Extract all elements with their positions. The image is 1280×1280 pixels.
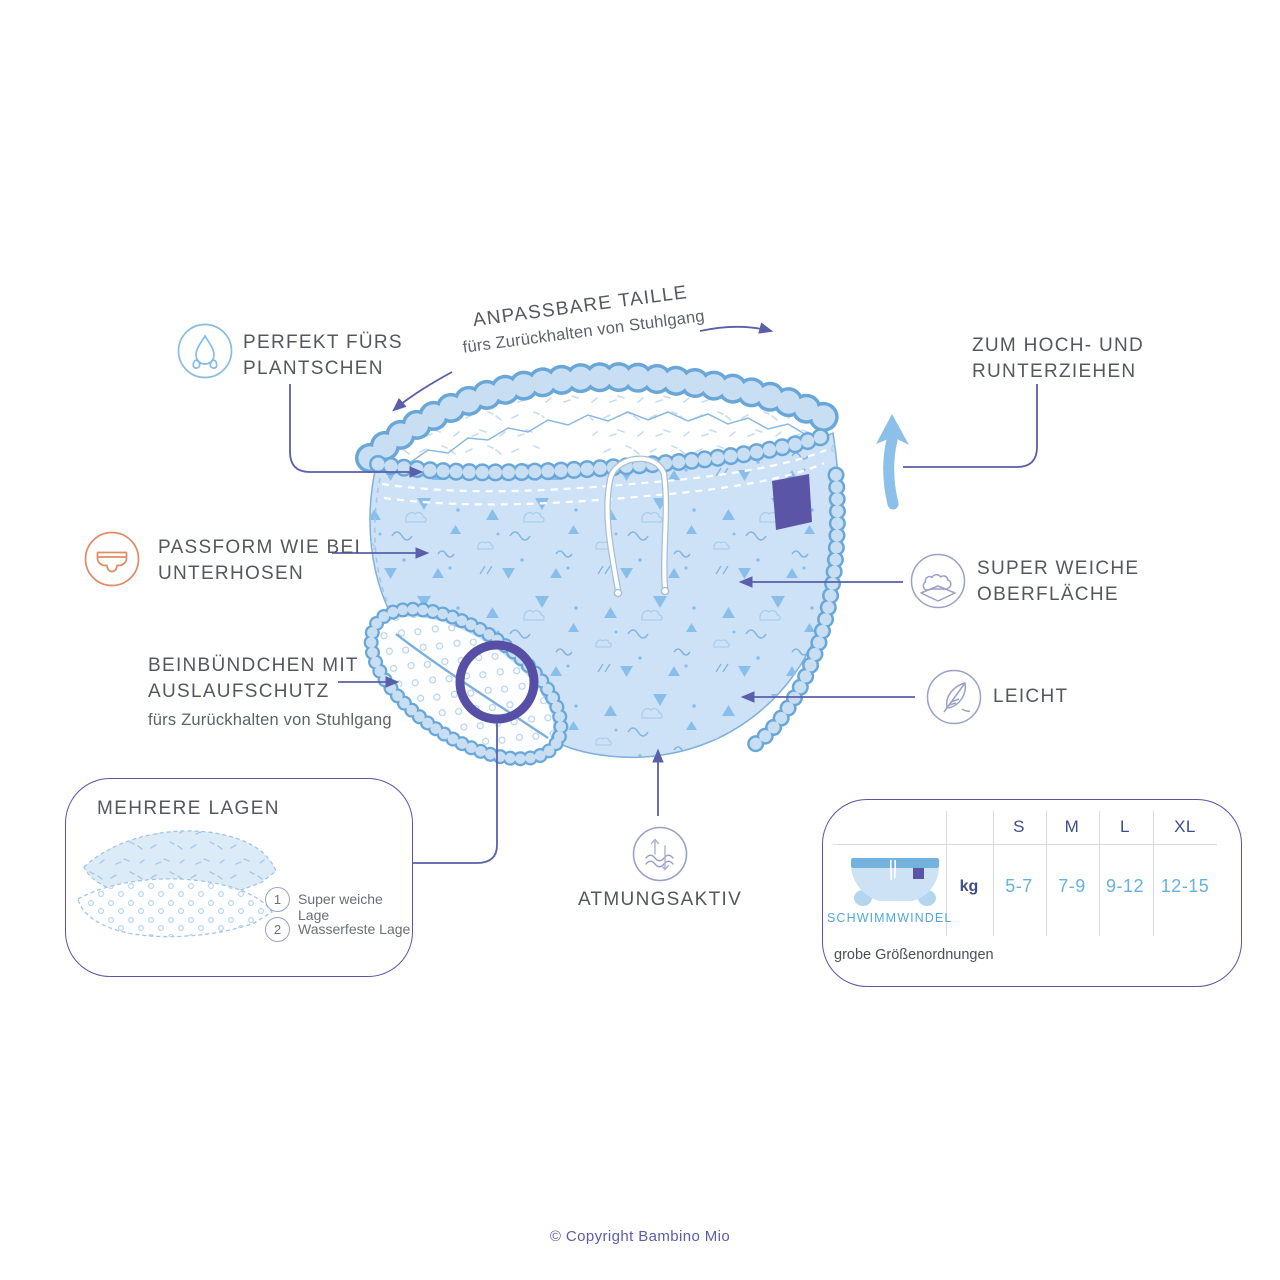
weight-range-s: 5-7 <box>1005 876 1033 896</box>
size-header-m: M <box>1064 817 1080 836</box>
connector-splash <box>289 384 424 478</box>
table-divider <box>1153 811 1154 936</box>
pull-up-arrow <box>876 414 909 510</box>
arrow-waist-right <box>699 322 774 334</box>
fabric-layers-illustration <box>77 830 277 938</box>
connector-ring-to-box <box>412 723 498 864</box>
diaper-tag <box>772 474 812 530</box>
callout-splash: PERFEKT FÜRS PLANTSCHEN <box>243 330 403 382</box>
cloud-icon <box>910 553 966 609</box>
layer-2-label: Wasserfeste Lage <box>298 921 411 937</box>
callout-fit-line2: UNTERHOSEN <box>158 563 305 584</box>
table-divider <box>1046 811 1047 936</box>
size-header-xl: XL <box>1174 817 1196 836</box>
leg-cuff-highlight-ring <box>455 640 539 724</box>
table-divider <box>1099 811 1100 936</box>
callout-soft-surface: SUPER WEICHE OBERFLÄCHE <box>977 556 1139 608</box>
airflow-icon <box>632 826 688 882</box>
product-label: SCHWIMMWINDEL <box>827 911 953 925</box>
callout-pull-line1: ZUM HOCH- UND <box>972 335 1145 356</box>
layer-2-number: 2 <box>265 917 290 942</box>
callout-legcuffs-subtitle: fürs Zurückhalten von Stuhlgang <box>148 711 392 729</box>
callout-breathable-label: ATMUNGSAKTIV <box>577 889 743 910</box>
callout-leg-cuffs: BEINBÜNDCHEN MIT AUSLAUFSCHUTZ fürs Zurü… <box>148 653 392 731</box>
layers-box: MEHRERE LAGEN <box>65 778 413 977</box>
table-divider <box>993 811 994 936</box>
waistband-ruffle <box>355 362 853 756</box>
unit-label: kg <box>959 878 979 895</box>
callout-legcuffs-line2: AUSLAUFSCHUTZ <box>148 681 330 702</box>
connector-lines <box>289 322 1038 864</box>
callout-light-label: LEICHT <box>993 686 1069 707</box>
drawstring <box>604 455 670 598</box>
table-header-rule <box>833 844 1217 845</box>
layer-1-number: 1 <box>265 887 290 912</box>
callout-underwear-fit: PASSFORM WIE BEI UNTERHOSEN <box>158 535 361 587</box>
callout-pull-up-down: ZUM HOCH- UND RUNTERZIEHEN <box>972 333 1144 385</box>
size-header-s: S <box>1013 817 1025 836</box>
callout-legcuffs-line1: BEINBÜNDCHEN MIT <box>148 655 359 676</box>
copyright-text: © Copyright Bambino Mio <box>549 1228 731 1245</box>
callout-fit-line1: PASSFORM WIE BEI <box>158 537 362 558</box>
callout-soft-line2: OBERFLÄCHE <box>977 584 1119 605</box>
waterproof-layer-sheet <box>77 878 273 938</box>
size-header-l: L <box>1120 817 1130 836</box>
weight-range-l: 9-12 <box>1105 876 1145 896</box>
callout-lightweight: LEICHT <box>993 684 1068 710</box>
size-table-box: S M L XL kg 5-7 7-9 9-12 12-15 SCHWIMMWI… <box>822 799 1242 987</box>
callout-pull-line2: RUNTERZIEHEN <box>972 361 1137 382</box>
mini-diaper-icon <box>851 858 939 906</box>
callout-soft-line1: SUPER WEICHE <box>977 558 1140 579</box>
feather-icon <box>926 669 982 725</box>
underwear-icon <box>84 531 140 587</box>
leg-opening <box>363 601 569 767</box>
splash-icon <box>177 323 233 379</box>
weight-range-m: 7-9 <box>1058 876 1086 896</box>
arrow-waist-left <box>392 371 453 412</box>
connector-pull <box>903 384 1038 468</box>
weight-range-xl: 12-15 <box>1160 876 1210 896</box>
callout-splash-line1: PERFEKT FÜRS <box>243 332 403 353</box>
size-note: grobe Größenordnungen <box>834 947 994 963</box>
table-divider <box>946 811 947 936</box>
callout-breathable: ATMUNGSAKTIV <box>560 887 760 913</box>
callout-splash-line2: PLANTSCHEN <box>243 358 384 379</box>
layers-box-title: MEHRERE LAGEN <box>97 798 280 819</box>
layer-1-label: Super weiche Lage <box>298 891 383 923</box>
